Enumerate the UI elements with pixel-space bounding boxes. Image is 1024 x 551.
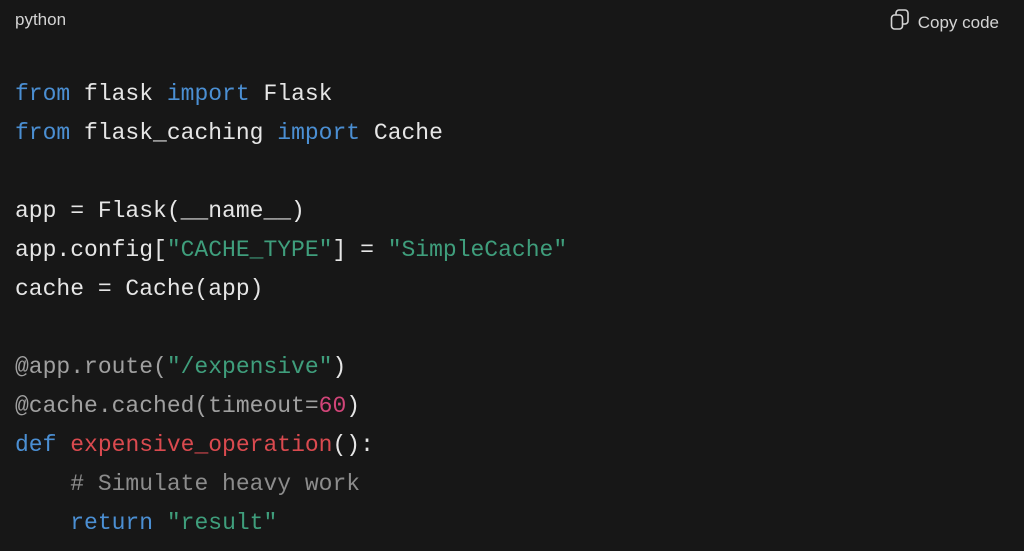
code-token-plain: (): (332, 432, 374, 458)
code-token-plain: flask (70, 81, 167, 107)
code-line: @app.route("/expensive") (15, 348, 567, 387)
code-token-plain: app.config[ (15, 237, 167, 263)
code-token-plain: ] = (332, 237, 388, 263)
copy-code-label: Copy code (917, 12, 999, 32)
code-token-plain: ) (346, 393, 361, 419)
code-token-plain (15, 510, 70, 536)
code-line: return "result" (15, 504, 567, 543)
code-line: cache = Cache(app) (15, 270, 567, 309)
code-line (15, 309, 567, 348)
code-line: app = Flask(__name__) (15, 192, 567, 231)
code-line: from flask import Flask (15, 75, 567, 114)
code-token-plain: app = Flask(__name__) (15, 198, 305, 224)
code-token-plain (153, 510, 167, 536)
code-token-plain: cache = Cache(app) (15, 276, 264, 302)
code-token-kw: from (15, 120, 71, 146)
code-token-com: # Simulate heavy work (70, 471, 361, 497)
code-line: app.config["CACHE_TYPE"] = "SimpleCache" (15, 231, 567, 270)
code-token-fn: expensive_operation (70, 432, 333, 458)
code-token-plain (15, 471, 70, 497)
copy-icon (890, 9, 910, 36)
code-token-kw: import (277, 120, 361, 146)
code-line: # Simulate heavy work (15, 465, 567, 504)
code-token-str: "CACHE_TYPE" (166, 237, 333, 263)
code-line: from flask_caching import Cache (15, 114, 567, 153)
code-token-plain: Flask (249, 81, 333, 107)
code-token-plain (56, 432, 70, 458)
code-token-str: "SimpleCache" (387, 237, 568, 263)
code-token-kw: from (15, 81, 71, 107)
code-token-plain: Cache (360, 120, 443, 146)
code-token-kw: return (70, 510, 154, 536)
code-token-str: "/expensive" (166, 354, 333, 380)
code-token-kw: def (15, 432, 57, 458)
code-token-dec: @app.route( (15, 354, 167, 380)
code-token-num: 60 (318, 393, 347, 419)
code-token-dec: @cache.cached(timeout= (15, 393, 319, 419)
language-label: python (15, 10, 67, 29)
code-line: def expensive_operation(): (15, 426, 567, 465)
copy-code-button[interactable]: Copy code (890, 9, 999, 36)
code-token-plain: ) (332, 354, 347, 380)
code-token-plain: flask_caching (70, 120, 278, 146)
code-line (15, 153, 567, 192)
code-line: @cache.cached(timeout=60) (15, 387, 567, 426)
code-token-str: "result" (166, 510, 278, 536)
code-block-header: python Copy code (0, 0, 1024, 42)
code-token-kw: import (166, 81, 250, 107)
